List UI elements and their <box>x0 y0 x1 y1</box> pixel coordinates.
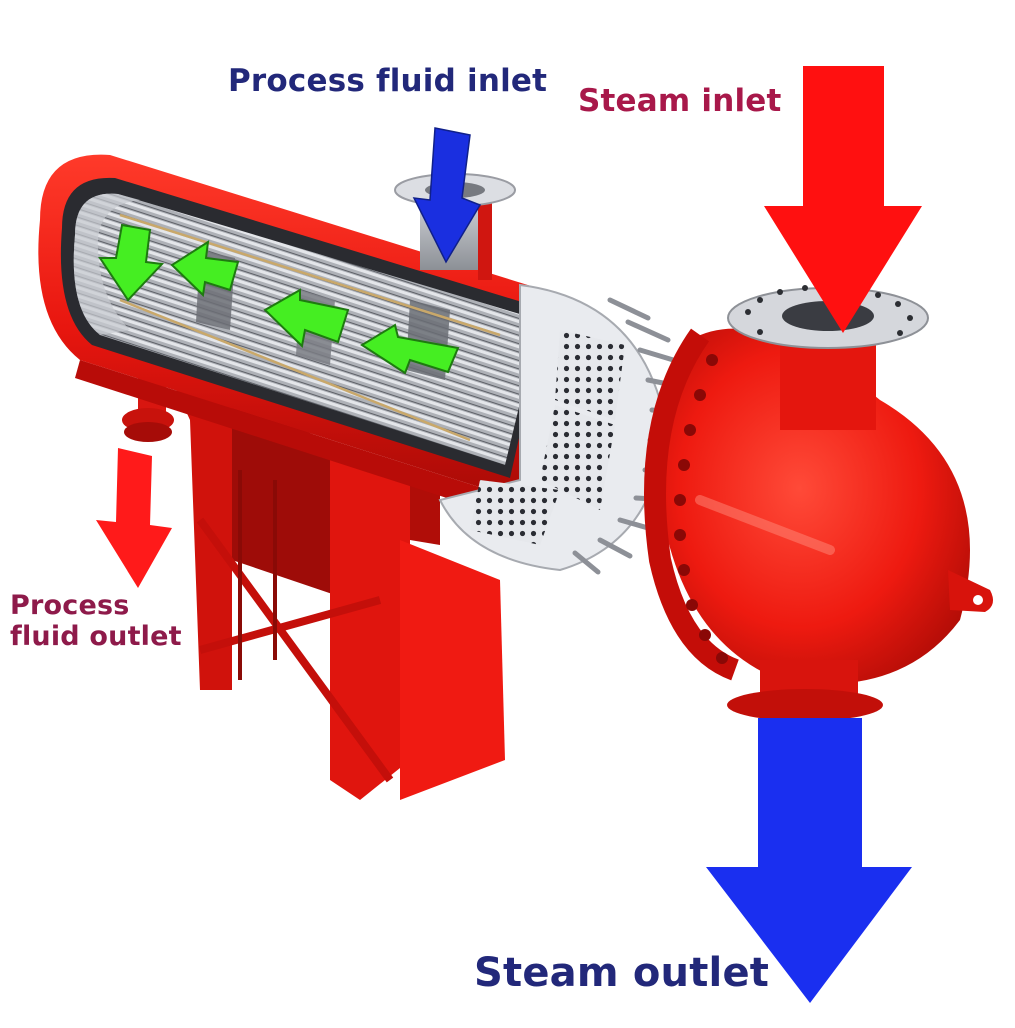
steam-outlet-nozzle <box>727 660 883 721</box>
process-fluid-inlet-label: Process fluid inlet <box>228 63 548 99</box>
process-fluid-inlet-arrow <box>412 127 482 264</box>
steam-inlet-arrow <box>764 66 922 333</box>
tubesheet <box>438 283 693 575</box>
steam-outlet-label: Steam outlet <box>474 950 770 996</box>
process-fluid-outlet-label-line2: fluid outlet <box>10 621 182 653</box>
flow-arrow-down-icon <box>98 223 165 302</box>
process-fluid-outlet-arrow <box>96 448 172 588</box>
support-stand <box>168 372 505 800</box>
flow-arrow-left-icon <box>263 288 350 349</box>
steam-outlet-arrow <box>706 718 912 1003</box>
process-fluid-outlet-label-line1: Process <box>10 590 130 621</box>
flow-arrow-left-icon <box>170 240 240 298</box>
channel-head-bonnet <box>644 328 994 684</box>
flow-arrow-left-icon <box>360 323 460 375</box>
steam-inlet-label: Steam inlet <box>578 83 782 119</box>
shell-side-flow-arrows <box>98 223 460 375</box>
process-fluid-outlet-label: Process fluid outlet <box>10 590 182 652</box>
